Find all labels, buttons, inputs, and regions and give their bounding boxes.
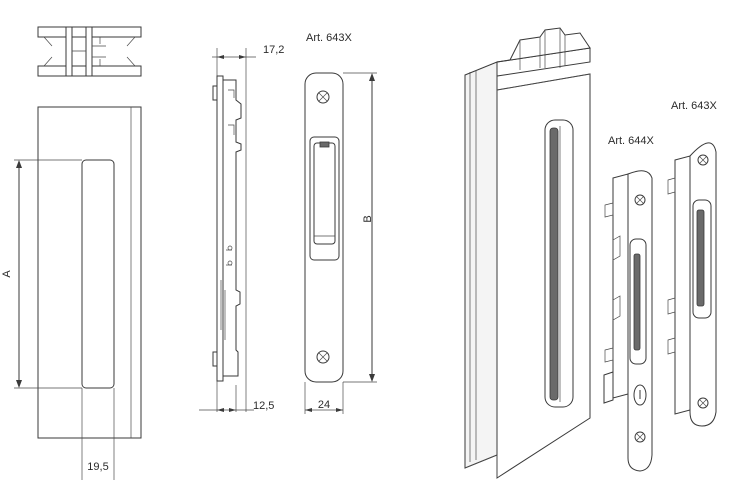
- art-644x-lock-perspective: [603, 170, 653, 472]
- dimension-b-label: B: [362, 215, 374, 222]
- dimension-a-label: A: [1, 270, 13, 278]
- pull-front-view: [14, 106, 142, 480]
- profile-cross-section: [37, 26, 142, 77]
- dimension-19-5-label: 19,5: [87, 461, 108, 473]
- art-643x-lock-perspective: [667, 142, 717, 427]
- faceplate-front-view: [304, 72, 377, 414]
- dimension-24-label: 24: [318, 399, 330, 411]
- dimension-17-2-label: 17,2: [263, 44, 284, 56]
- profile-perspective: [464, 27, 591, 479]
- art-643x-label-right: Art. 643X: [671, 100, 718, 112]
- art-644x-label: Art. 644X: [608, 135, 655, 147]
- dimension-12-5-label: 12,5: [253, 400, 274, 412]
- lock-side-view: [199, 48, 256, 412]
- art-643x-label-top: Art. 643X: [306, 32, 353, 44]
